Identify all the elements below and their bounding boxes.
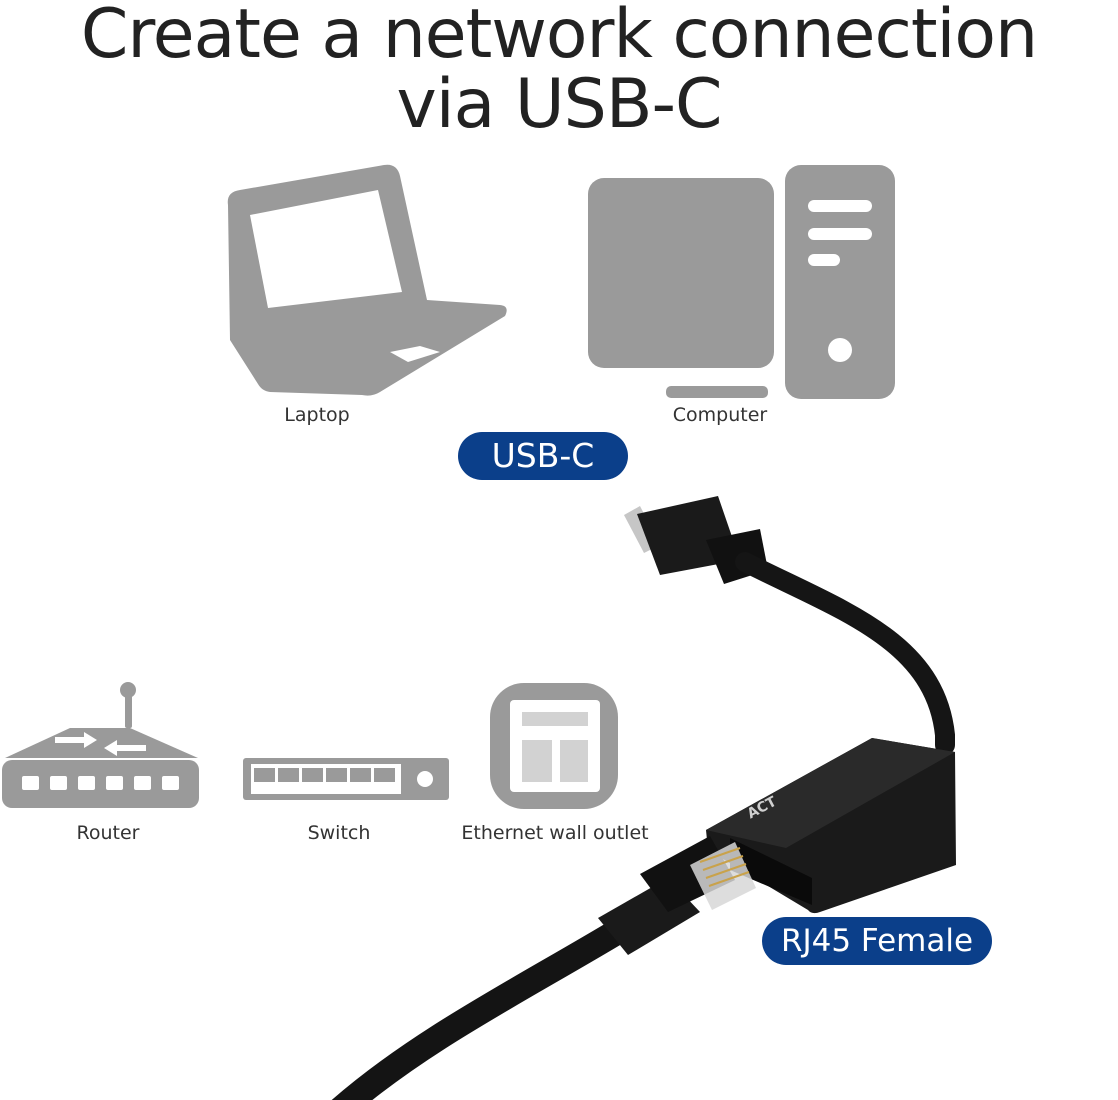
switch-label: Switch — [307, 822, 371, 844]
router-icon — [2, 682, 199, 808]
adapter-body — [706, 738, 956, 914]
usb-c-badge: USB-C — [458, 432, 628, 480]
switch-icon — [243, 758, 449, 800]
router-label: Router — [76, 822, 140, 844]
rj45-plug — [598, 836, 756, 955]
wall-outlet-label: Ethernet wall outlet — [461, 822, 649, 844]
headline-line-2: via USB-C — [396, 65, 722, 144]
headline: Create a network connection via USB-C — [0, 0, 1118, 140]
wall-outlet-icon — [490, 683, 618, 809]
usb-cable — [735, 552, 955, 755]
ethernet-cable — [331, 918, 627, 1100]
rj45-female-badge: RJ45 Female — [762, 917, 992, 965]
laptop-label: Laptop — [284, 404, 350, 426]
headline-line-1: Create a network connection — [80, 0, 1038, 74]
computer-label: Computer — [672, 404, 768, 426]
computer-icon — [588, 165, 895, 399]
laptop-icon — [227, 164, 507, 396]
